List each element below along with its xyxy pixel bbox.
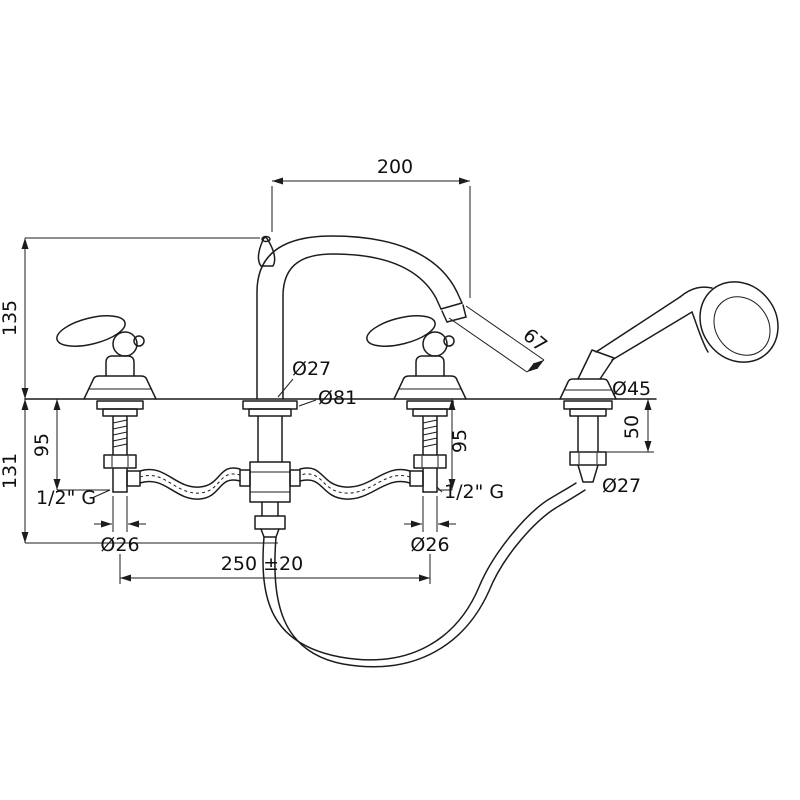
label-half-g-left: 1/2" G (36, 487, 111, 509)
dim-d26-right: Ø26 (404, 496, 456, 556)
handle-left (56, 315, 157, 400)
dim-250: 250 ±20 (119, 553, 431, 584)
thread-left-label: 1/2" G (36, 487, 96, 509)
thread-marks-left (112, 419, 128, 448)
handshower-face (713, 296, 771, 356)
dim-200: 200 (271, 156, 471, 298)
handle-left-lever (56, 315, 126, 347)
braided-hose-right (299, 467, 411, 500)
dim-95-left-label: 95 (31, 433, 53, 457)
handle-right-tail (406, 400, 454, 493)
handle-left-ball (112, 331, 138, 357)
dim-200-label: 200 (377, 156, 413, 178)
dim-131: 131 (0, 399, 278, 544)
label-d27-spout: Ø27 (277, 358, 331, 398)
thread-right-label: 1/2" G (444, 481, 504, 503)
dim-95-left: 95 (31, 399, 110, 491)
handshower-assembly (559, 281, 779, 400)
d27-hose-label: Ø27 (602, 475, 641, 497)
dim-135-label: 135 (0, 300, 21, 336)
dim-50-label: 50 (621, 415, 643, 439)
handle-left-tail (96, 400, 144, 493)
handle-right (366, 315, 467, 400)
dim-95-right: 95 (438, 399, 471, 491)
dim-250-label: 250 ±20 (221, 553, 303, 575)
d27-spout-label: Ø27 (292, 358, 331, 380)
hose-connector (577, 464, 599, 483)
dim-d26-left-label: Ø26 (100, 534, 139, 556)
dim-67-label: 67 (519, 324, 552, 356)
spout-assembly (239, 235, 467, 538)
spout-base-flange (242, 400, 298, 410)
spout-inner (282, 253, 442, 400)
thread-marks-right (422, 419, 438, 448)
handle-right-ball (422, 331, 448, 357)
label-d27-hose: Ø27 (602, 475, 641, 497)
hose-nut-left (126, 470, 141, 487)
dim-135: 135 (0, 237, 260, 399)
label-half-g-right: 1/2" G (436, 481, 504, 503)
handle-right-skirt (393, 375, 467, 400)
handshower-grip (595, 296, 681, 353)
dim-d26-left: Ø26 (94, 496, 146, 556)
locknut-left (103, 454, 137, 469)
handshower-head (699, 281, 779, 363)
d45-label: Ø45 (612, 378, 651, 400)
d81-label: Ø81 (318, 387, 357, 409)
dim-95-right-label: 95 (449, 429, 471, 453)
hose-outlet (260, 528, 280, 538)
spout-outer (256, 235, 463, 400)
braided-hose-left (139, 467, 241, 500)
handle-left-skirt (83, 375, 157, 400)
handshower-socket (577, 349, 615, 380)
diverter-knob (257, 236, 276, 267)
locknut-right (413, 454, 447, 469)
label-d45: Ø45 (612, 378, 651, 400)
handshower-holder (559, 378, 617, 400)
dim-50: 50 (598, 399, 654, 453)
dim-d26-right-label: Ø26 (410, 534, 449, 556)
dim-131-label: 131 (0, 453, 21, 489)
shower-hose (262, 482, 586, 668)
dim-67: 67 (448, 305, 552, 373)
handle-right-lever (366, 315, 436, 347)
handle-left-body (105, 355, 135, 377)
valve-body (249, 461, 291, 503)
handle-right-body (415, 355, 445, 377)
aerator-tip (446, 316, 467, 323)
hose-nut-right (409, 470, 424, 487)
label-d81: Ø81 (298, 387, 357, 409)
handshower-tail (563, 400, 613, 483)
